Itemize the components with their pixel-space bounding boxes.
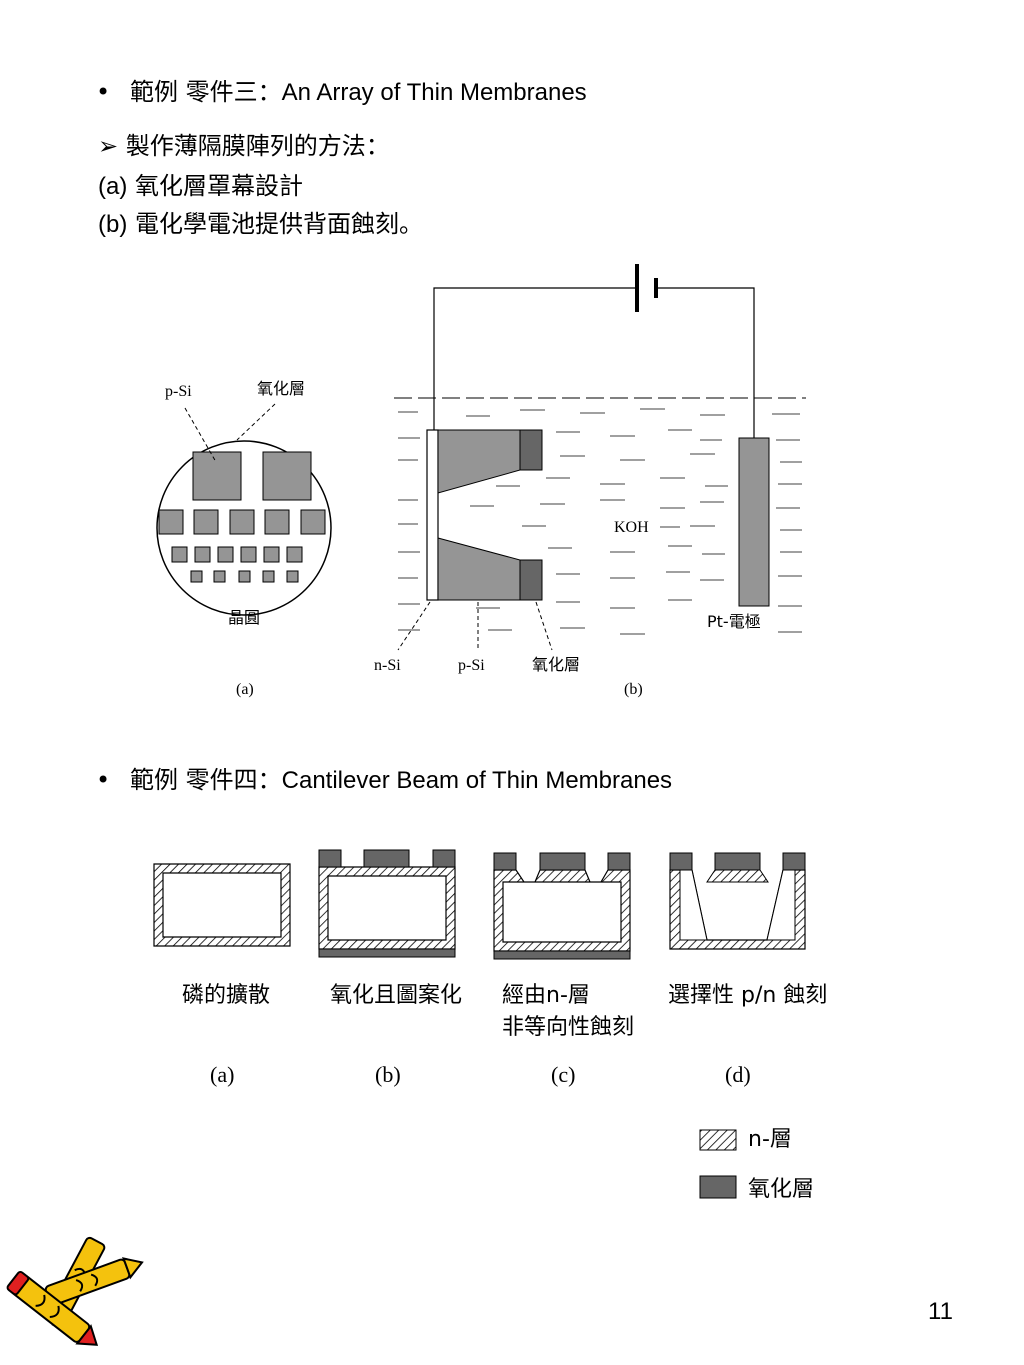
step-a-diagram <box>153 863 291 947</box>
oxide-block <box>318 849 342 868</box>
oxide-block <box>363 849 410 868</box>
small-square <box>286 546 303 563</box>
n-layer-shell <box>153 863 291 947</box>
wafer-p-si-label: p-Si <box>165 383 192 400</box>
wafer-label: 晶圓 <box>228 608 260 627</box>
page-number: 11 <box>928 1298 953 1325</box>
oxide-block <box>607 852 631 871</box>
leader-line <box>535 601 553 651</box>
section1-prefix: 範例 零件三： <box>130 78 282 106</box>
medium-square <box>229 509 255 535</box>
oxide-lower <box>519 559 543 601</box>
n-si-label: n-Si <box>374 657 401 674</box>
medium-square <box>264 509 290 535</box>
small-square <box>217 546 234 563</box>
legend-oxide-swatch <box>699 1175 737 1199</box>
method-item-a: (a) 氧化層罩幕設計 <box>98 166 303 201</box>
step-a-label: 磷的擴散 <box>182 983 270 1008</box>
caption-b: (b) <box>624 681 643 698</box>
step-c-label-2: 非等向性蝕刻 <box>502 1015 634 1040</box>
section1-heading: • 範例 零件三：An Array of Thin Membranes <box>96 72 587 107</box>
n-layer-shell <box>493 869 631 952</box>
method-heading: ➢ 製作薄隔膜陣列的方法： <box>98 126 390 161</box>
method-text: 製作薄隔膜陣列的方法： <box>125 132 390 160</box>
p-si-upper <box>437 429 521 494</box>
bullet: • <box>96 766 111 794</box>
medium-square <box>193 509 219 535</box>
liquid-texture <box>398 408 802 635</box>
step-c-caption: (c) <box>551 1062 575 1087</box>
wafer-diagram: p-Si 氧化層 晶圓 (a) <box>156 379 332 698</box>
oxide-block <box>714 852 761 871</box>
cell-oxide-label: 氧化層 <box>532 655 580 674</box>
section2-heading: • 範例 零件四：Cantilever Beam of Thin Membrane… <box>96 760 672 795</box>
figure1: p-Si 氧化層 晶圓 (a) <box>156 264 806 698</box>
p-si-label: p-Si <box>458 657 485 674</box>
small-square <box>171 546 188 563</box>
medium-square <box>158 509 184 535</box>
tiny-square <box>190 570 203 583</box>
medium-square <box>300 509 326 535</box>
step-d-caption: (d) <box>725 1062 751 1087</box>
wire <box>656 287 755 438</box>
arrow-bullet-icon: ➢ <box>98 132 119 160</box>
oxide-bottom <box>318 948 456 958</box>
etch-cell-diagram: KOH Pt-電極 n-Si p-Si 氧化層 (b) <box>374 264 806 698</box>
oxide-bottom <box>493 950 631 960</box>
p-si-lower <box>437 537 521 601</box>
oxide-upper <box>519 429 543 471</box>
oxide-block <box>669 852 693 871</box>
step-b-diagram <box>318 849 456 958</box>
oxide-block <box>493 852 517 871</box>
legend-oxide: 氧化層 <box>748 1177 814 1202</box>
pt-electrode <box>738 437 770 607</box>
leader-line <box>236 403 276 441</box>
wire <box>433 287 636 430</box>
step-b-caption: (b) <box>375 1062 401 1087</box>
small-square <box>263 546 280 563</box>
legend: n-層 氧化層 <box>699 1127 814 1202</box>
small-square <box>240 546 257 563</box>
bullet: • <box>96 78 111 106</box>
small-square <box>194 546 211 563</box>
oxide-block <box>432 849 456 868</box>
legend-hatch-swatch <box>699 1129 737 1151</box>
tiny-square <box>262 570 275 583</box>
caption-a: (a) <box>236 681 254 698</box>
n-si-plate <box>426 429 439 601</box>
koh-label: KOH <box>614 519 649 536</box>
step-c-label-1: 經由n-層 <box>502 983 590 1008</box>
oxide-block <box>539 852 586 871</box>
legend-n-layer: n-層 <box>748 1127 792 1152</box>
step-a-caption: (a) <box>210 1062 234 1087</box>
cantilever-beam <box>706 869 769 883</box>
step-c-diagram <box>493 852 631 960</box>
item-a-label: (a) <box>98 173 128 200</box>
n-layer-shell <box>318 866 456 950</box>
tiny-square <box>213 570 226 583</box>
item-b-label: (b) <box>98 211 128 238</box>
battery-short-plate <box>654 278 658 298</box>
leader-line <box>397 601 431 651</box>
leader-line <box>184 407 217 463</box>
battery-long-plate <box>635 264 639 312</box>
section2-prefix: 範例 零件四： <box>130 766 282 794</box>
method-item-b: (b) 電化學電池提供背面蝕刻。 <box>98 204 423 239</box>
step-d-label: 選擇性 p/n 蝕刻 <box>668 983 827 1008</box>
tiny-square <box>286 570 299 583</box>
large-square <box>262 451 312 501</box>
oxide-block <box>782 852 806 871</box>
wafer-oxide-label: 氧化層 <box>257 379 305 398</box>
electrode-label: Pt-電極 <box>707 612 761 631</box>
figure2: 磷的擴散 氧化且圖案化 經由n-層 非等向性蝕刻 選擇性 p/n 蝕刻 (a) … <box>153 849 827 1202</box>
section1-title-en: An Array of Thin Membranes <box>281 79 587 106</box>
large-square <box>192 451 242 501</box>
step-b-label: 氧化且圖案化 <box>330 983 462 1008</box>
item-b-text: 電化學電池提供背面蝕刻。 <box>134 210 423 238</box>
item-a-text: 氧化層罩幕設計 <box>134 172 303 200</box>
step-d-diagram <box>669 852 806 950</box>
crayons-icon <box>6 1236 144 1346</box>
section2-title-en: Cantilever Beam of Thin Membranes <box>281 767 673 794</box>
tiny-square <box>238 570 251 583</box>
